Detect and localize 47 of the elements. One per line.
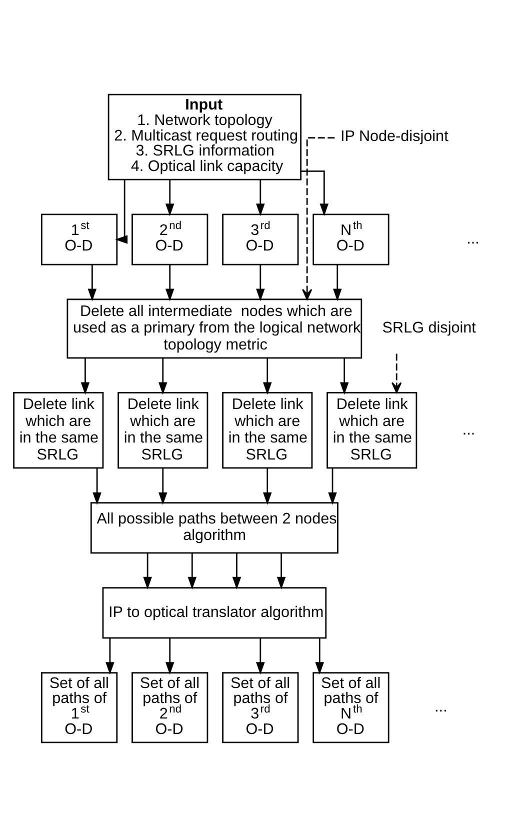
node-text: SRLG disjoint: [382, 320, 476, 337]
arrow: [301, 170, 329, 216]
node-box: Set of all paths of N$^{th}$ O-D: [312, 672, 390, 744]
arrow: [158, 358, 168, 395]
node-box: 3$^{rd}$ O-D: [222, 214, 299, 266]
node-box: Delete link which are in the same SRLG: [13, 392, 104, 469]
node-box: Set of all paths of 2$^{nd}$ O-D: [132, 672, 208, 744]
arrow: [92, 468, 102, 505]
arrow: [276, 553, 286, 590]
node-box: All possible paths between 2 nodes algorithm: [90, 502, 338, 554]
arrow: [328, 468, 337, 505]
arrow: [188, 553, 197, 590]
label: ...: [462, 421, 476, 438]
arrow: [315, 638, 324, 675]
arrow: [80, 358, 90, 395]
arrow: [143, 553, 152, 590]
arrow: [340, 358, 349, 395]
arrow: [106, 638, 114, 675]
node-box: IP to optical translator algorithm: [102, 587, 327, 639]
arrow: [333, 264, 342, 302]
label: ...: [434, 698, 448, 716]
arrow: [114, 180, 128, 244]
arrow: [256, 180, 265, 216]
node-box: Delete all intermediate nodes which are used as a primary from the logical network topology metric: [66, 298, 362, 359]
node-box: Set of all paths of 1$^{st}$ O-D: [40, 672, 118, 744]
node-box: Set of all paths of 3$^{rd}$ O-D: [222, 672, 299, 744]
arrow: [88, 264, 97, 302]
arrow: [165, 264, 174, 302]
node-box: 1$^{st}$ O-D: [40, 214, 118, 266]
label: ...: [466, 230, 480, 248]
arrow: [256, 638, 265, 675]
arrow: [165, 638, 174, 675]
node-box: Delete link which are in the same SRLG: [118, 392, 208, 469]
arrow: [232, 553, 242, 590]
node-box: 2$^{nd}$ O-D: [132, 214, 208, 266]
node-box: Delete link which are in the same SRLG: [222, 392, 313, 469]
arrow: [392, 354, 402, 394]
arrow: [262, 358, 272, 395]
arrow: [165, 180, 174, 216]
node-box: Input 1. Network topology 2. Multicast request routing 3. SRLG information 4. Optical link capacity: [108, 94, 302, 180]
arrow: [158, 468, 168, 505]
node-box: Delete link which are in the same SRLG: [326, 392, 418, 469]
arrow: [262, 468, 272, 505]
arrow: [302, 137, 335, 300]
arrow: [256, 264, 265, 302]
node-box: N$^{th}$ O-D: [312, 214, 390, 266]
node-text: IP Node-disjoint: [340, 128, 448, 145]
